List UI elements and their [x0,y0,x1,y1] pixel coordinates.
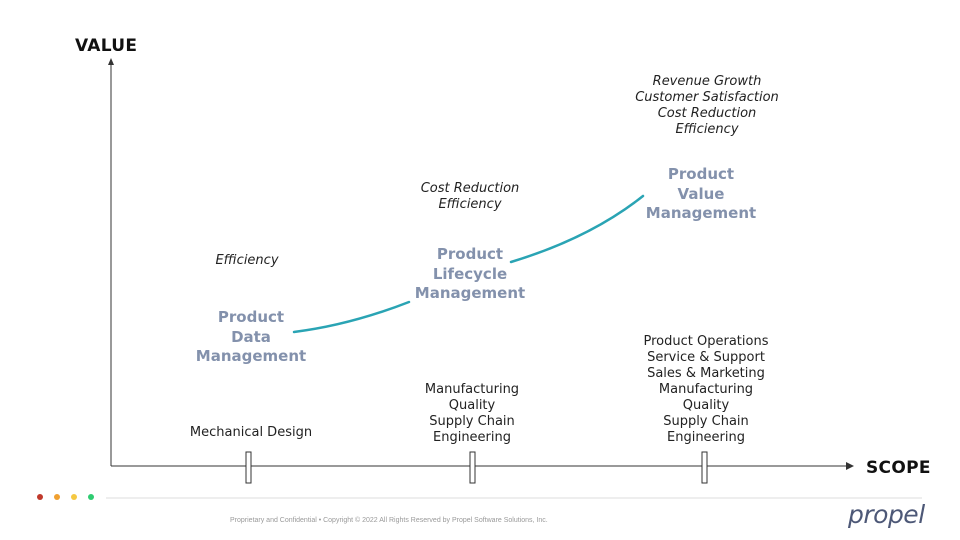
x-axis-arrowhead [846,462,854,470]
stage-name-line: Management [195,347,307,365]
benefit-line: Efficiency [215,253,279,268]
decorative-dots [37,494,94,500]
pvm-benefits: Revenue Growth Customer Satisfaction Cos… [607,74,807,138]
dot-orange [54,494,60,500]
benefit-line: Cost Reduction [420,181,520,196]
stage-plm-label: Product Lifecycle Management [370,245,570,304]
plm-scope: Manufacturing Quality Supply Chain Engin… [372,382,572,446]
scope-line: Quality [682,398,730,413]
plm-benefits: Cost Reduction Efficiency [370,181,570,213]
scope-tick-2 [469,451,476,484]
dot-red [37,494,43,500]
scope-line: Quality [448,398,496,413]
scope-tick-1 [245,451,252,484]
benefit-line: Customer Satisfaction [635,90,779,105]
scope-tick-3 [701,451,708,484]
scope-line: Engineering [433,430,511,445]
scope-line: Product Operations [643,334,769,349]
y-axis-arrowhead [108,58,114,65]
benefit-line: Revenue Growth [652,74,762,89]
scope-line: Sales & Marketing [647,366,765,381]
stage-name-line: Product [217,308,285,326]
stage-name-line: Lifecycle [432,264,508,283]
stage-pvm-label: Product Value Management [601,165,801,224]
scope-line: Mechanical Design [189,425,313,440]
stage-name-line: Management [645,204,757,222]
pdm-benefits: Efficiency [147,253,347,269]
scope-line: Supply Chain [429,414,515,429]
scope-line: Supply Chain [663,414,749,429]
propel-logo: propel [848,500,925,529]
curve-segment-pdm-plm [292,300,411,334]
scope-line: Engineering [667,430,745,445]
pvm-scope: Product Operations Service & Support Sal… [606,334,806,446]
pdm-scope: Mechanical Design [151,425,351,441]
stage-name-line: Management [414,284,526,302]
stage-name-line: Product [436,245,504,263]
scope-line: Service & Support [647,350,765,365]
dot-green [88,494,94,500]
stage-name-line: Data [231,327,271,346]
x-axis-title: SCOPE [866,458,931,478]
curve-segment-plm-pvm [509,194,645,264]
y-axis-title: VALUE [75,36,138,56]
stage-name-line: Value [677,184,725,203]
benefit-line: Efficiency [438,197,502,212]
stage-name-line: Product [667,165,735,183]
benefit-line: Cost Reduction [657,106,757,121]
copyright-footer: Proprietary and Confidential • Copyright… [230,517,548,524]
stage-pdm-label: Product Data Management [151,308,351,367]
benefit-line: Efficiency [675,122,739,137]
scope-line: Manufacturing [424,382,520,397]
dot-yellow [71,494,77,500]
scope-line: Manufacturing [658,382,754,397]
